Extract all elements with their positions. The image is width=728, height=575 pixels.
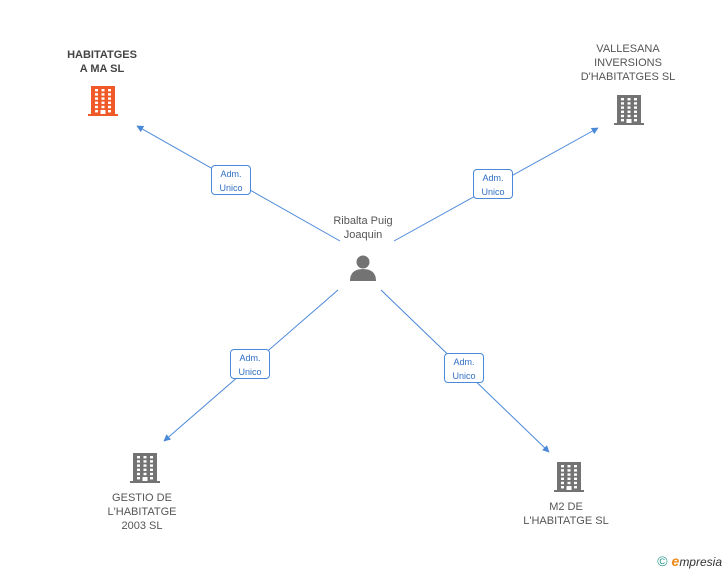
building-icon-vallesana[interactable] [614,95,644,125]
edge-label-line: Unico [481,187,505,197]
node-label-habitatges[interactable]: HABITATGES A MA SL [52,48,152,76]
edge-label-line: Adm. [453,357,475,367]
node-label-line: A MA SL [79,63,125,75]
brand-initial: e [671,553,680,569]
edge-label-line: Unico [452,371,476,381]
building-icon-gestio[interactable] [130,453,160,483]
node-label-line: GESTIO DE [112,492,172,504]
edge-label-habitatges: Adm. Unico [211,165,251,195]
brand-rest: mpresia [679,555,722,569]
footer-brand: © empresia [657,553,722,569]
copyright-icon: © [657,553,668,569]
node-label-line: L'HABITATGE [107,506,177,518]
node-label-line: INVERSIONS [594,57,662,69]
center-label-line: Ribalta Puig [333,215,393,227]
node-label-m2[interactable]: M2 DE L'HABITATGE SL [511,500,621,528]
node-label-line: HABITATGES [67,49,137,61]
node-label-line: M2 DE [549,501,583,513]
node-label-line: 2003 SL [121,520,163,532]
node-label-vallesana[interactable]: VALLESANA INVERSIONS D'HABITATGES SL [568,42,688,84]
edge-label-line: Unico [219,183,243,193]
building-icon-habitatges[interactable] [88,86,118,116]
edge-label-line: Unico [238,367,262,377]
edge-label-gestio: Adm. Unico [230,349,270,379]
center-person-label[interactable]: Ribalta Puig Joaquin [313,214,413,242]
node-label-gestio[interactable]: GESTIO DE L'HABITATGE 2003 SL [92,491,192,533]
edge-label-line: Adm. [220,169,242,179]
edge-label-line: Adm. [482,173,504,183]
edge-label-line: Adm. [239,353,261,363]
edge-label-vallesana: Adm. Unico [473,169,513,199]
node-label-line: L'HABITATGE SL [523,515,609,527]
edge-label-m2: Adm. Unico [444,353,484,383]
node-label-line: D'HABITATGES SL [580,71,676,83]
person-icon[interactable] [350,255,376,282]
node-label-line: VALLESANA [596,43,660,55]
center-label-line: Joaquin [343,229,383,241]
brand-logo[interactable]: empresia [672,553,722,569]
building-icon-m2[interactable] [554,462,584,492]
